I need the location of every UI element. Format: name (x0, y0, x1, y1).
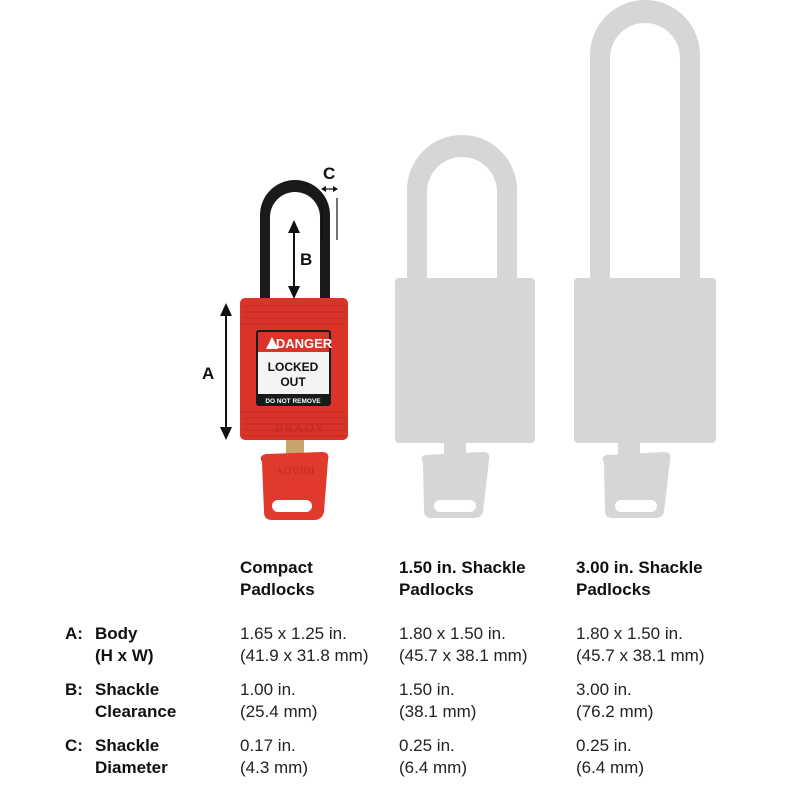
cell-clearance-1-50: 1.50 in.(38.1 mm) (399, 680, 477, 721)
column-header-1-50-shackle: 1.50 in. Shackle Padlocks (399, 558, 526, 599)
cell-body-3-00: 1.80 x 1.50 in.(45.7 x 38.1 mm) (576, 624, 705, 665)
padlock-illustration: DANGER LOCKED OUT DO NOT REMOVE BRADY BR… (220, 0, 716, 520)
cell-diameter-compact: 0.17 in.(4.3 mm) (240, 736, 308, 777)
dimension-c-label: C (323, 164, 336, 183)
cell-clearance-3-00: 3.00 in.(76.2 mm) (576, 680, 654, 721)
dimension-a-label: A (202, 364, 215, 383)
dimension-b-arrow (288, 220, 300, 299)
medium-shackle-padlock-silhouette (395, 135, 535, 518)
label-out: OUT (280, 375, 306, 389)
label-locked: LOCKED (268, 360, 319, 374)
column-header-3-00-shackle: 3.00 in. Shackle Padlocks (576, 558, 703, 599)
cell-body-compact: 1.65 x 1.25 in.(41.9 x 31.8 mm) (240, 624, 369, 665)
row-label-body: A: Body(H x W) (65, 624, 154, 665)
black-shackle (260, 180, 330, 305)
dimension-b-label: B (300, 250, 313, 269)
compact-padlock: DANGER LOCKED OUT DO NOT REMOVE BRADY BR… (240, 180, 348, 520)
warning-triangle-icon (266, 337, 278, 349)
column-header-compact: Compact Padlocks (240, 558, 315, 599)
cell-diameter-3-00: 0.25 in.(6.4 mm) (576, 736, 644, 777)
tall-shackle-padlock-silhouette (574, 0, 716, 518)
label-do-not-remove: DO NOT REMOVE (265, 398, 321, 405)
cell-clearance-compact: 1.00 in.(25.4 mm) (240, 680, 318, 721)
brass-key-stem (286, 440, 304, 456)
dimension-c-arrow (321, 186, 338, 240)
brady-brand: BRADY (275, 420, 326, 435)
dimension-a-arrow (220, 303, 232, 440)
cell-body-1-50: 1.80 x 1.50 in.(45.7 x 38.1 mm) (399, 624, 528, 665)
cell-diameter-1-50: 0.25 in.(6.4 mm) (399, 736, 467, 777)
danger-label-header: DANGER (276, 336, 333, 351)
key-brand: BRADY (276, 464, 315, 476)
